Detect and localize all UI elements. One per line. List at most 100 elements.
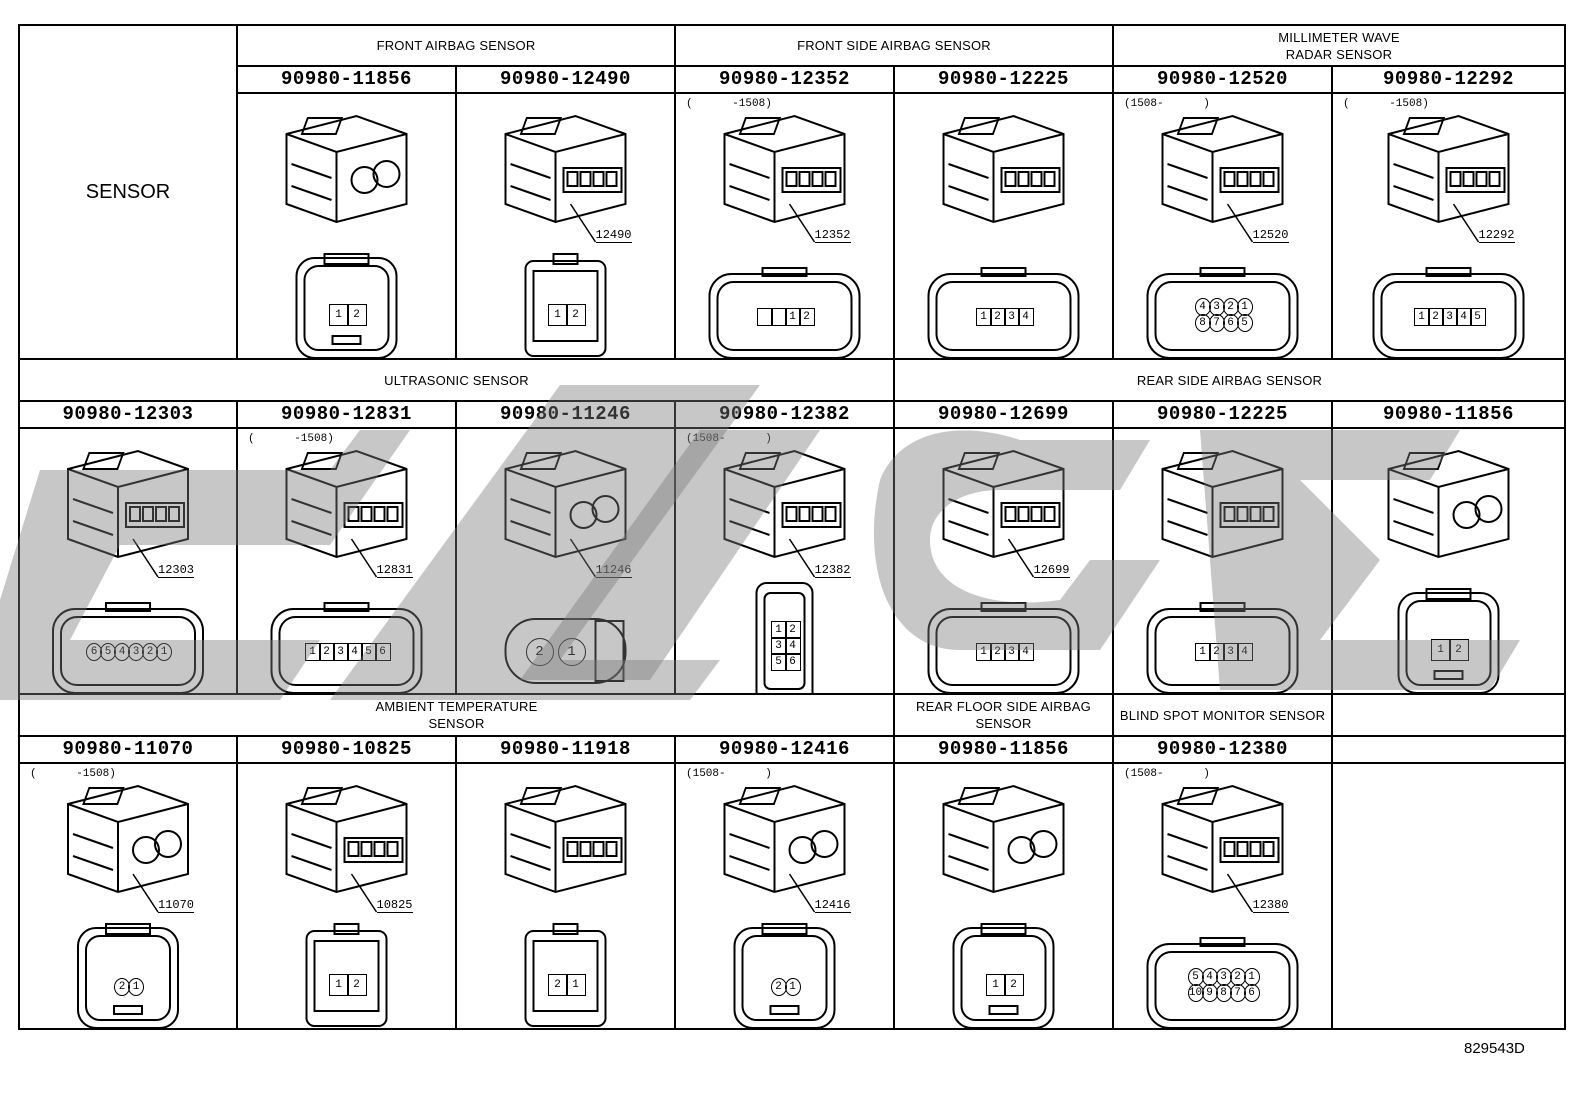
part-number: 90980-12382 bbox=[719, 403, 850, 425]
pin-label: 1 bbox=[128, 978, 144, 996]
callout-leader bbox=[569, 203, 597, 243]
connector-illustration bbox=[1146, 114, 1299, 358]
figure-id: 829543D bbox=[1464, 1040, 1525, 1057]
connector-face-drawing bbox=[927, 602, 1080, 693]
connector-face-drawing bbox=[1146, 267, 1299, 358]
connector-body-drawing bbox=[1387, 449, 1510, 559]
connector-face-drawing bbox=[52, 602, 204, 693]
part-number: 90980-12699 bbox=[938, 403, 1069, 425]
connector-body-drawing bbox=[285, 449, 408, 559]
connector-illustration bbox=[927, 449, 1080, 693]
pin-label: 1 bbox=[770, 621, 787, 639]
pin-label: 1 bbox=[156, 643, 172, 661]
part-number: 90980-11856 bbox=[1383, 403, 1514, 425]
connector-face-drawing bbox=[77, 923, 179, 1028]
pin-label: 1 bbox=[985, 974, 1006, 996]
connector-body-drawing bbox=[504, 784, 627, 894]
connector-body-drawing bbox=[67, 784, 189, 894]
range-label: ( -1508) bbox=[30, 768, 116, 780]
pin-label: 5 bbox=[1469, 308, 1486, 326]
pin-label: 1 bbox=[784, 978, 801, 996]
connector-face-drawing bbox=[305, 923, 388, 1027]
connector-face-drawing bbox=[755, 582, 814, 693]
part-number: 90980-10825 bbox=[281, 738, 412, 760]
callout-label: 12831 bbox=[376, 563, 413, 578]
connector-illustration bbox=[723, 784, 846, 1028]
part-number: 90980-12225 bbox=[1157, 403, 1288, 425]
callout-label: 11070 bbox=[158, 898, 195, 913]
part-number: 90980-11918 bbox=[500, 738, 631, 760]
connector-illustration bbox=[504, 114, 627, 357]
part-number: 90980-12352 bbox=[719, 68, 850, 90]
pin-label: 1 bbox=[328, 974, 349, 996]
part-number: 90980-12416 bbox=[719, 738, 850, 760]
pin-label: 1 bbox=[1194, 643, 1211, 661]
connector-body-drawing bbox=[504, 114, 627, 224]
pin-label: 1 bbox=[975, 308, 992, 326]
connector-face-drawing bbox=[1372, 267, 1525, 358]
callout-leader bbox=[350, 538, 378, 578]
callout-label: 12382 bbox=[814, 563, 851, 578]
pin-label: 2 bbox=[1448, 639, 1469, 661]
pin-label: 1 bbox=[547, 304, 568, 326]
pin-label: 6 bbox=[784, 653, 801, 671]
callout-leader bbox=[132, 538, 159, 578]
pin-label: 2 bbox=[989, 643, 1006, 661]
pin-label: 4 bbox=[346, 643, 363, 661]
connector-body-drawing bbox=[1387, 114, 1510, 224]
pin-label: 3 bbox=[1003, 643, 1020, 661]
pin-label: 3 bbox=[332, 643, 349, 661]
pin-label: 1 bbox=[1413, 308, 1430, 326]
pin-label: 3 bbox=[1441, 308, 1458, 326]
pin-label: 2 bbox=[1003, 974, 1024, 996]
pin-label: 5 bbox=[770, 653, 787, 671]
pin-label: 2 bbox=[346, 974, 367, 996]
part-number: 90980-11856 bbox=[938, 738, 1069, 760]
connector-illustration bbox=[942, 784, 1065, 1028]
pin-label: 4 bbox=[1017, 643, 1034, 661]
pin-label: 2 bbox=[547, 974, 568, 996]
pin-label bbox=[770, 308, 787, 326]
part-number: 90980-11070 bbox=[62, 738, 194, 760]
part-number: 90980-12520 bbox=[1157, 68, 1288, 90]
pin-label: 3 bbox=[770, 637, 787, 655]
category-front-side-airbag-sensor: FRONT SIDE AIRBAG SENSOR bbox=[797, 38, 991, 53]
pin-label: 4 bbox=[784, 637, 801, 655]
callout-label: 12520 bbox=[1252, 228, 1289, 243]
pin-label: 5 bbox=[1236, 314, 1253, 332]
connector-body-drawing bbox=[1161, 114, 1284, 224]
connector-illustration bbox=[504, 784, 627, 1027]
connector-body-drawing bbox=[504, 449, 627, 559]
callout-label: 12352 bbox=[814, 228, 851, 243]
row-label: SENSOR bbox=[85, 180, 171, 203]
range-label: (1508- ) bbox=[686, 768, 772, 780]
connector-body-drawing bbox=[285, 784, 408, 894]
category-rear-side-airbag-sensor: REAR SIDE AIRBAG SENSOR bbox=[1136, 372, 1323, 388]
callout-leader bbox=[350, 873, 378, 913]
callout-leader bbox=[1007, 538, 1035, 578]
category-millimeter-wave-radar-sensor: MILLIMETER WAVE RADAR SENSOR bbox=[1278, 29, 1400, 62]
connector-body-drawing bbox=[942, 114, 1065, 224]
connector-illustration bbox=[67, 784, 189, 1028]
pin-label: 2 bbox=[318, 643, 335, 661]
connector-face-drawing bbox=[708, 267, 861, 358]
range-label: (1508- ) bbox=[1124, 768, 1210, 780]
pin-label: 2 bbox=[1208, 643, 1225, 661]
pin-label: 2 bbox=[1427, 308, 1444, 326]
pin-label: 6 bbox=[374, 643, 391, 661]
connector-face-drawing bbox=[270, 602, 423, 693]
connector-illustration bbox=[285, 114, 408, 358]
category-front-airbag-sensor: FRONT AIRBAG SENSOR bbox=[376, 38, 536, 53]
pin-label: 4 bbox=[1455, 308, 1472, 326]
callout-leader bbox=[1226, 873, 1254, 913]
